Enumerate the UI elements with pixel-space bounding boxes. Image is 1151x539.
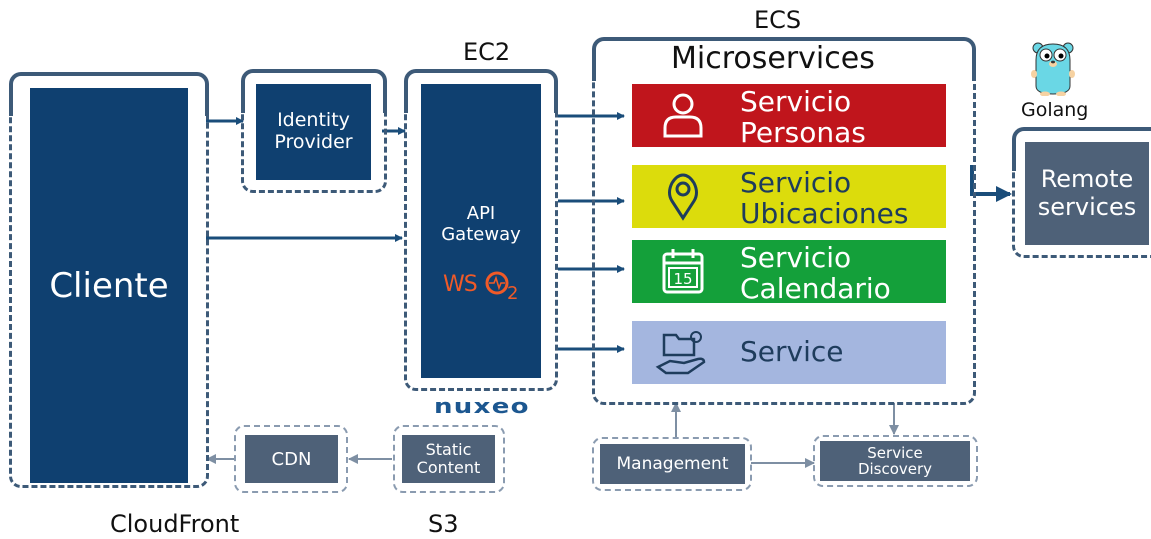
- s3-label: S3: [428, 510, 459, 538]
- service-discovery-line1: Service: [867, 443, 923, 462]
- service-personas-title: Servicio Personas: [740, 85, 866, 149]
- golang-label: Golang: [1021, 99, 1089, 121]
- management-frame: [592, 437, 752, 491]
- service-ubicaciones[interactable]: Servicio Ubicaciones: [632, 165, 946, 230]
- static-content-line2: Content: [416, 458, 481, 477]
- identity-provider-frame: [241, 69, 387, 193]
- remote-services-line2: services: [1037, 192, 1137, 221]
- cliente-label: Cliente: [49, 265, 169, 306]
- identity-provider-line1: Identity: [277, 109, 350, 132]
- svg-text:2: 2: [507, 283, 518, 304]
- location-pin-icon: [668, 173, 698, 221]
- service-calendario-title: Servicio Calendario: [740, 241, 891, 305]
- svg-text:WS: WS: [443, 272, 477, 297]
- remote-services-box[interactable]: Remote services: [1025, 142, 1149, 245]
- ecs-label: ECS: [754, 6, 802, 34]
- nuxeo-logo: nuxeo: [434, 394, 530, 418]
- cliente-box[interactable]: Cliente: [30, 88, 188, 483]
- cdn-frame: [234, 425, 348, 493]
- service-calendario[interactable]: 15 Servicio Calendario: [632, 240, 946, 305]
- api-gateway-line2: Gateway: [441, 223, 521, 245]
- static-content-box[interactable]: Static Content: [402, 435, 495, 483]
- management-box[interactable]: Management: [600, 444, 745, 484]
- wso2-logo: WS 2: [443, 271, 518, 304]
- static-content-line1: Static: [425, 439, 472, 459]
- service-ubicaciones-title: Servicio Ubicaciones: [740, 166, 909, 230]
- service-personas[interactable]: Servicio Personas: [632, 84, 946, 149]
- remote-services-frame: [1012, 127, 1151, 258]
- service-generic[interactable]: Service: [632, 321, 946, 384]
- service-discovery-line2: Discovery: [857, 460, 933, 478]
- api-gateway-line1: API: [466, 203, 496, 224]
- cdn-label: CDN: [271, 448, 312, 470]
- ec2-frame: [404, 69, 558, 391]
- calendar-icon: 15: [662, 249, 704, 294]
- ecs-frame: [592, 37, 976, 405]
- management-label: Management: [616, 454, 729, 474]
- identity-provider-line2: Provider: [274, 131, 353, 153]
- service-discovery-box[interactable]: Service Discovery: [820, 441, 970, 481]
- service-discovery-frame: [813, 435, 978, 487]
- cliente-frame: [9, 72, 209, 488]
- ec2-label: EC2: [463, 38, 511, 66]
- static-content-frame: [393, 425, 505, 493]
- microservices-title: Microservices: [671, 41, 875, 76]
- identity-provider-box[interactable]: Identity Provider: [256, 84, 371, 180]
- hand-folder-icon: [655, 331, 706, 375]
- person-icon: [663, 93, 703, 138]
- gopher-icon: [1031, 42, 1075, 96]
- api-gateway-box[interactable]: API Gateway WS 2: [421, 84, 541, 378]
- cdn-box[interactable]: CDN: [245, 435, 338, 483]
- calendar-day: 15: [673, 270, 692, 288]
- arrow-ecs-remote: [970, 165, 1012, 202]
- service-generic-title: Service: [740, 335, 844, 368]
- remote-services-line1: Remote: [1040, 164, 1134, 193]
- cloudfront-label: CloudFront: [110, 510, 240, 538]
